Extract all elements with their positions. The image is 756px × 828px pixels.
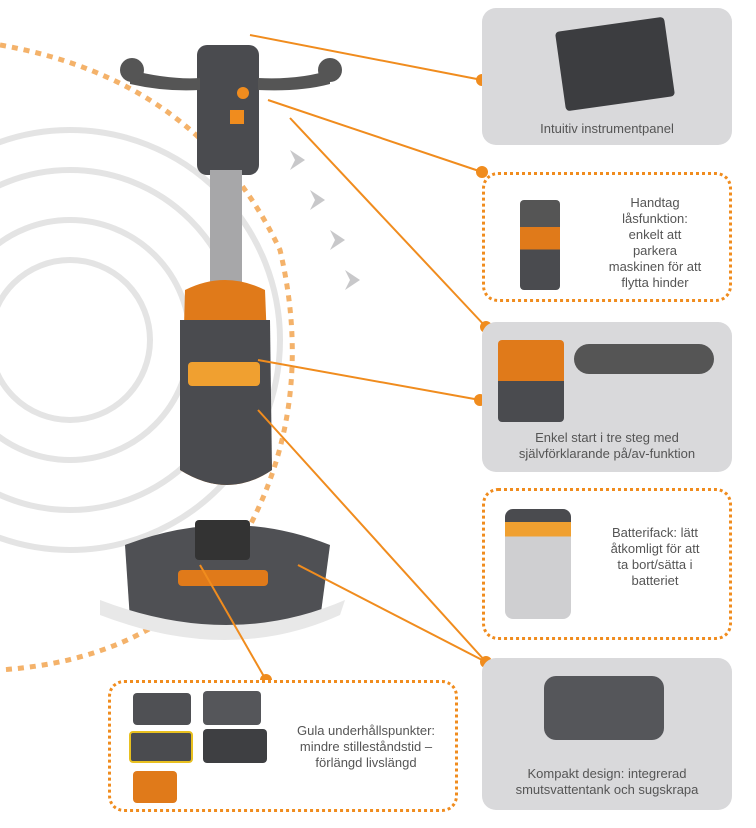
callout-text: Handtag <box>630 195 680 210</box>
callout-text: Enkel start i tre steg med <box>535 430 679 445</box>
callout-text: Batterifack: lätt <box>612 525 698 540</box>
callout-text: ta bort/sätta i <box>617 557 693 572</box>
maintenance-image-1 <box>133 693 191 725</box>
battery-image <box>505 509 571 619</box>
dashboard-image <box>554 16 676 112</box>
callout-text: batteriet <box>631 573 679 588</box>
callout-text: Gula underhållspunkter: <box>296 723 436 738</box>
callout-text: parkera <box>632 243 678 258</box>
maintenance-image-2 <box>203 691 261 725</box>
callout-text: maskinen för att <box>608 259 702 274</box>
callout-handle-lock: Handtag låsfunktion: enkelt att parkera … <box>482 172 732 302</box>
callout-battery: Batterifack: lätt åtkomligt för att ta b… <box>482 488 732 640</box>
maintenance-image-4 <box>203 729 267 763</box>
callout-text: smutsvattentank och sugskrapa <box>515 782 699 797</box>
compact-image <box>544 676 664 740</box>
callout-text: enkelt att <box>628 227 682 242</box>
maintenance-image-5 <box>133 771 177 803</box>
callout-text: förlängd livslängd <box>315 755 417 770</box>
callout-text: låsfunktion: <box>622 211 688 226</box>
callout-maintenance: Gula underhållspunkter: mindre stillestå… <box>108 680 458 812</box>
callout-text: Kompakt design: integrerad <box>527 766 687 781</box>
handlebar-image <box>574 344 714 374</box>
callout-text: Intuitiv instrumentpanel <box>540 121 674 136</box>
handle-lock-image <box>520 200 560 290</box>
callout-text: mindre stilleståndstid – <box>299 739 433 754</box>
callout-text: flytta hinder <box>621 275 689 290</box>
callout-text: åtkomligt för att <box>610 541 700 556</box>
machine-illustration <box>100 45 345 640</box>
callout-dashboard: Intuitiv instrumentpanel <box>482 8 732 145</box>
callout-compact: Kompakt design: integrerad smutsvattenta… <box>482 658 732 810</box>
callout-start: Enkel start i tre steg med självförklara… <box>482 322 732 472</box>
start-image <box>498 340 564 422</box>
callout-text: självförklarande på/av-funktion <box>518 446 696 461</box>
maintenance-image-3 <box>129 731 193 763</box>
